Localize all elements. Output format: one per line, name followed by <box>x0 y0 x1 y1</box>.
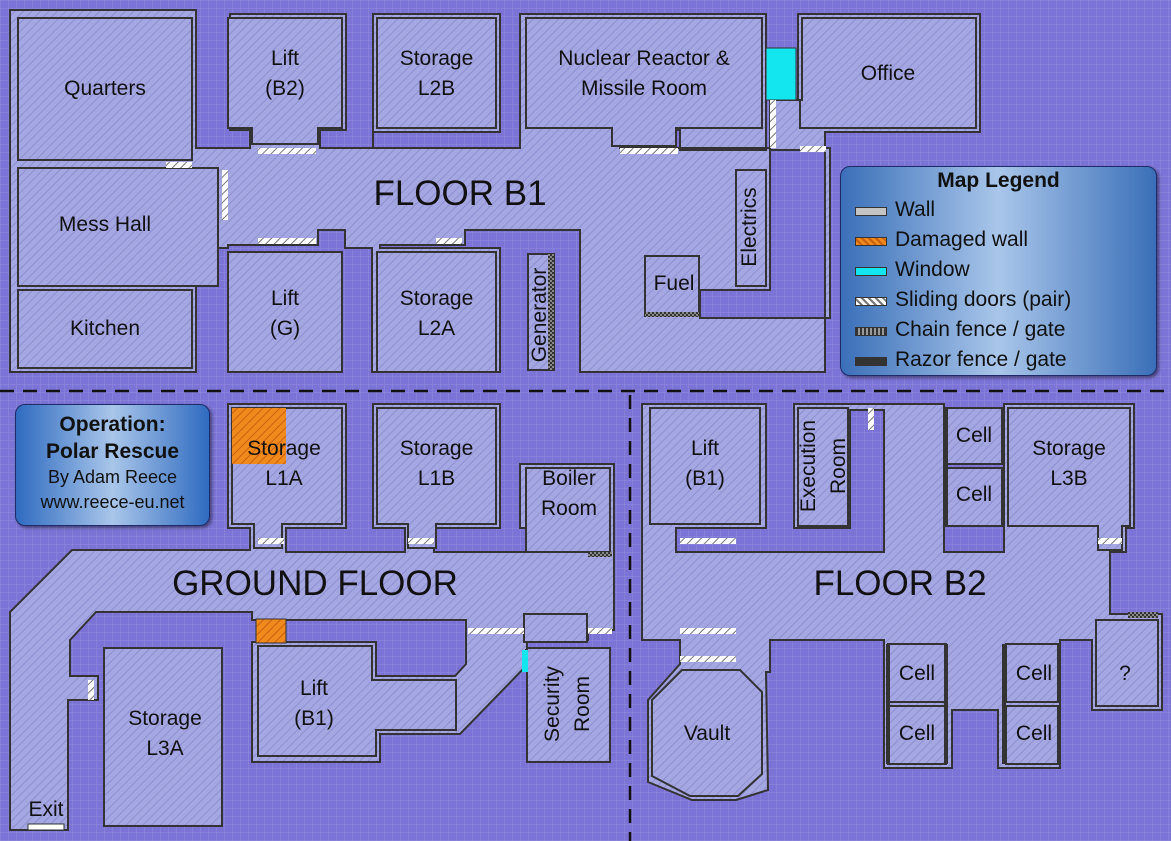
sliding-doors-swatch <box>855 297 887 306</box>
game-title-line2: Polar Rescue <box>45 440 180 463</box>
sliding-door-5 <box>620 148 678 154</box>
damaged-wall-l1a <box>232 408 286 464</box>
features <box>27 47 1158 831</box>
sliding-door-4 <box>258 238 316 244</box>
game-title-line1: Operation: <box>59 413 166 436</box>
sliding-door-17 <box>868 408 874 430</box>
sliding-door-10 <box>408 538 434 544</box>
sliding-door-13 <box>88 680 94 700</box>
room-cell-b2-1 <box>945 407 1003 465</box>
floor-dividers <box>0 389 1171 841</box>
room-nuclear-reactor <box>525 17 763 147</box>
room-quarters <box>17 17 193 161</box>
room-cell-b2-6 <box>1005 705 1059 765</box>
room-storage-l2a <box>376 251 497 373</box>
room-security-annex <box>523 613 588 643</box>
room-cell-b2-4 <box>887 705 947 765</box>
room-lift-b1-ground <box>257 645 457 757</box>
credits-panel: Operation: Polar Rescue By Adam Reece ww… <box>15 404 210 526</box>
sliding-door-11 <box>468 628 524 634</box>
window-security <box>522 650 528 672</box>
sliding-door-15 <box>680 628 736 634</box>
sliding-door-6 <box>436 238 462 244</box>
room-lift-g <box>227 251 343 373</box>
room-kitchen <box>17 289 193 369</box>
chain-fence-unknown <box>1128 612 1158 618</box>
wall-swatch <box>855 207 887 216</box>
damaged-wall-ground <box>255 618 287 644</box>
razor-fence-cell-2 <box>944 644 948 764</box>
room-storage-l2b <box>376 17 497 129</box>
sliding-door-8 <box>800 146 826 152</box>
room-office <box>799 17 977 129</box>
room-unknown <box>1095 619 1159 707</box>
razor-fence-cell-3 <box>1002 644 1006 764</box>
sliding-door-7 <box>770 100 776 148</box>
room-lift-b2 <box>227 17 343 145</box>
sliding-door-14 <box>680 538 736 544</box>
room-lift-b1-b2 <box>649 407 761 525</box>
room-storage-l3b <box>1007 407 1131 551</box>
sliding-door-12 <box>588 628 612 634</box>
razor-fence-swatch <box>855 357 887 366</box>
website-link[interactable]: www.reece-eu.net <box>40 492 185 512</box>
room-execution <box>797 407 849 527</box>
map-legend: Map Legend Wall Damaged wall Window Slid… <box>840 166 1157 376</box>
room-fuel <box>644 255 700 317</box>
sliding-door-18 <box>1098 538 1122 544</box>
chain-fence-generator <box>548 254 554 370</box>
room-cell-b2-5 <box>1005 643 1059 703</box>
room-mess-hall <box>17 167 219 287</box>
damaged-wall-swatch <box>855 237 887 246</box>
window-reactor <box>765 47 797 101</box>
room-electrics <box>735 169 767 287</box>
chain-fence-boiler <box>588 552 612 557</box>
sliding-door-1 <box>166 162 192 168</box>
author-credit: By Adam Reece <box>47 467 178 487</box>
window-swatch <box>855 267 887 276</box>
room-storage-l1b <box>376 407 497 549</box>
legend-title: Map Legend <box>937 169 1060 192</box>
room-cell-b2-2 <box>945 467 1003 527</box>
razor-fence-cell-4 <box>886 644 890 764</box>
room-shapes <box>9 9 1163 831</box>
chain-fence-fuel <box>645 312 699 317</box>
sliding-door-9 <box>258 538 284 544</box>
room-boiler <box>525 467 611 553</box>
room-storage-l3a <box>103 647 223 827</box>
sliding-door-3 <box>258 148 316 154</box>
room-cell-b2-3 <box>887 643 947 703</box>
sliding-door-2 <box>222 170 228 220</box>
room-security <box>526 647 611 763</box>
razor-fence-cell-1 <box>944 408 948 526</box>
sliding-door-16 <box>680 656 736 662</box>
chain-fence-swatch <box>855 327 887 336</box>
room-vault <box>651 669 763 797</box>
exit-door[interactable] <box>27 823 65 831</box>
